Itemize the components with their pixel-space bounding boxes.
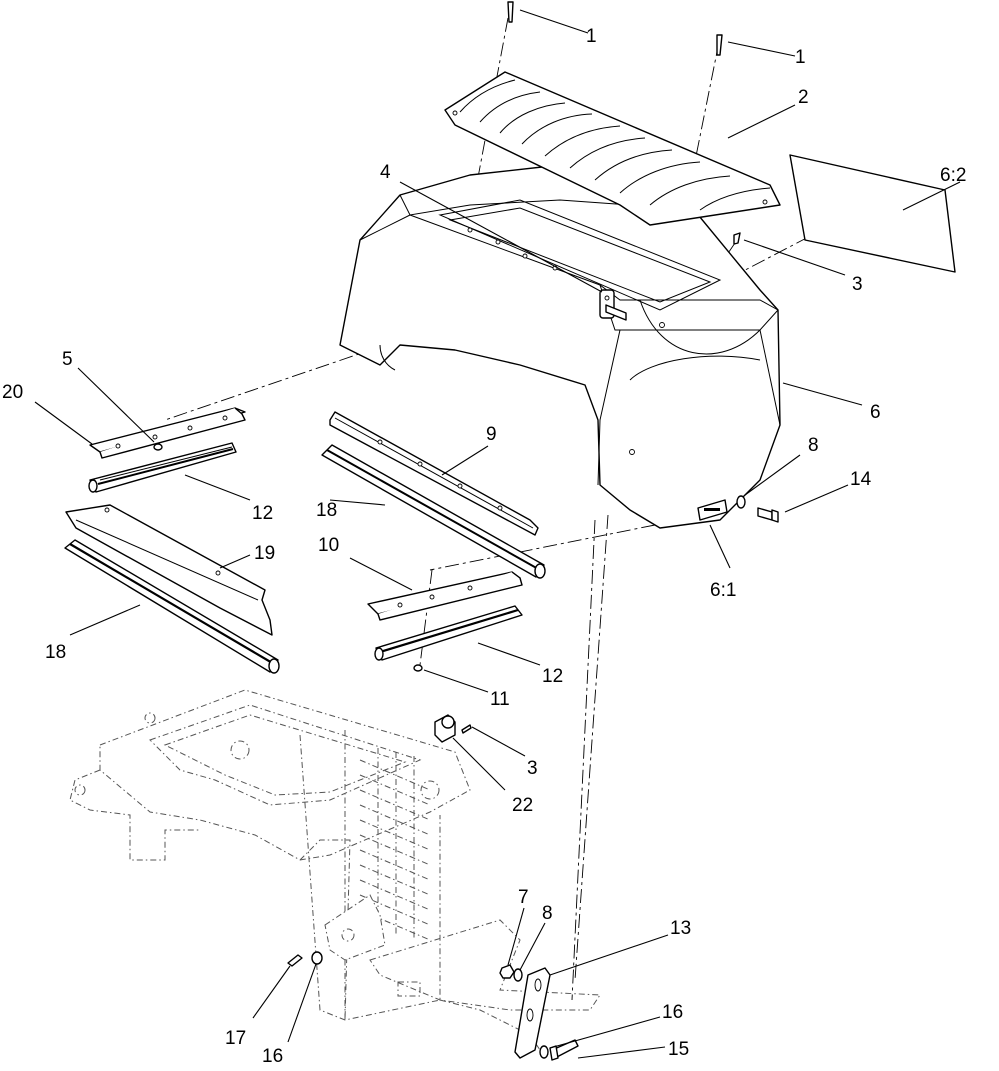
nut-11	[413, 664, 423, 672]
bracket-13	[514, 967, 551, 1059]
bracket-19	[65, 504, 273, 636]
callout-2: 2	[798, 87, 809, 108]
washer-8a	[736, 495, 746, 509]
callout-18-lower: 18	[45, 642, 66, 663]
callout-labels: 1 1 2 6:2 4 3 5 20 6 9 8 14 12 18 19 10 …	[2, 26, 966, 1067]
callout-6-2: 6:2	[940, 165, 966, 186]
callout-6-1: 6:1	[710, 580, 736, 601]
leader-lines	[34, 9, 961, 1059]
bumper-22	[434, 714, 456, 743]
callout-1-top-right: 1	[795, 47, 806, 68]
washer-8b	[513, 968, 523, 982]
washer-16a	[539, 1045, 549, 1059]
callout-13: 13	[670, 918, 691, 939]
callout-19: 19	[254, 543, 275, 564]
bracket-10	[367, 571, 523, 621]
callout-11: 11	[490, 689, 510, 710]
decal-6-1	[697, 499, 728, 521]
bolt-15	[549, 1039, 579, 1061]
callout-8-lower: 8	[542, 903, 553, 924]
bracket-9	[329, 411, 539, 536]
seal-12a	[88, 442, 237, 493]
callout-16-left: 16	[262, 1046, 283, 1067]
callout-17: 17	[225, 1028, 246, 1049]
seal-18b	[321, 444, 546, 579]
callout-18-middle: 18	[316, 500, 337, 521]
callout-6: 6	[870, 402, 881, 423]
callout-16-right: 16	[662, 1002, 683, 1023]
screw-3a	[733, 232, 741, 245]
seal-18a	[64, 539, 280, 674]
decal-6-2	[789, 154, 956, 273]
pin-17	[287, 954, 303, 967]
callout-20: 20	[2, 382, 23, 403]
louvre-grille	[444, 71, 781, 226]
callout-4: 4	[380, 162, 391, 183]
callout-7: 7	[518, 887, 529, 908]
callout-22: 22	[512, 795, 533, 816]
callout-3-upper: 3	[852, 274, 863, 295]
seal-12b	[374, 605, 523, 661]
chassis-frame-phantom	[69, 689, 601, 1051]
callout-3-lower: 3	[527, 758, 538, 779]
washer-16b	[311, 951, 323, 965]
callout-9: 9	[486, 424, 497, 445]
callout-15: 15	[668, 1039, 689, 1060]
bolt-14	[757, 507, 779, 523]
screw-1a	[507, 1, 514, 23]
hood-shroud	[339, 164, 781, 529]
callout-14: 14	[850, 469, 872, 490]
callout-8-upper: 8	[808, 435, 819, 456]
nut-7	[499, 964, 515, 979]
callout-5: 5	[62, 349, 73, 370]
bracket-20	[89, 407, 246, 459]
screw-1b	[716, 34, 723, 56]
latch	[599, 289, 627, 321]
callout-1-top-left: 1	[586, 26, 597, 47]
callout-10: 10	[318, 535, 339, 556]
callout-12-lower: 12	[542, 666, 563, 687]
callout-12-upper: 12	[252, 503, 273, 524]
washer-5	[153, 443, 163, 451]
screw-3b	[461, 724, 472, 734]
